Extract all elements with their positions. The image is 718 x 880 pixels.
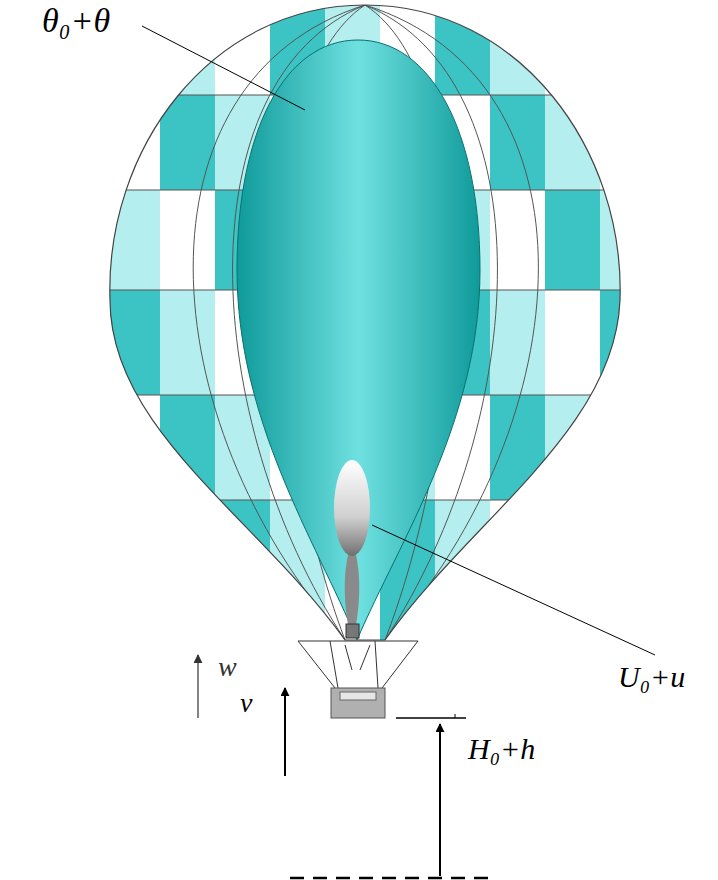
envelope-panel: [160, 395, 215, 500]
burner: [346, 624, 359, 638]
ground-reference: [290, 877, 490, 880]
envelope-panel: [490, 0, 545, 95]
leader-line: [142, 26, 305, 110]
height-label: H₀+h: [468, 732, 535, 765]
envelope-panel: [160, 0, 215, 95]
wind-label: w: [218, 652, 237, 683]
envelope-panel: [100, 395, 160, 500]
envelope-panel: [545, 290, 600, 395]
envelope-panel: [490, 190, 545, 290]
envelope-outline: [110, 5, 620, 640]
envelope-panel: [490, 395, 545, 500]
envelope-panel: [545, 0, 600, 95]
envelope-panel: [600, 0, 640, 95]
envelope-ground: [110, 5, 620, 640]
envelope-panel: [100, 95, 160, 190]
envelope-panel: [160, 190, 215, 290]
envelope-panel: [545, 395, 600, 500]
envelope-panel: [160, 500, 215, 650]
velocity-arrow: [284, 688, 286, 776]
envelope-panel: [215, 500, 270, 650]
wind-velocity-arrow: [197, 655, 198, 718]
envelope-panel: [490, 500, 545, 650]
height-tick: [455, 714, 456, 718]
burner-flame: [334, 460, 370, 556]
height-arrow: [439, 724, 441, 876]
envelope-panel: [100, 500, 160, 650]
envelope-panel: [600, 500, 640, 650]
leader-line: [372, 525, 655, 655]
gore-lines: [100, 5, 640, 640]
heat-input-label: U₀+u: [618, 660, 685, 693]
envelope-panel: [600, 395, 640, 500]
envelope-panel: [100, 290, 160, 395]
envelope-panel: [545, 95, 600, 190]
envelope-panel: [545, 500, 600, 650]
ropes: [298, 641, 418, 688]
velocity-label: v: [240, 688, 252, 719]
envelope-panels: [100, 0, 640, 650]
temperature-label: θ₀+θ: [42, 2, 110, 39]
envelope-panel: [435, 0, 490, 95]
envelope-panel: [160, 95, 215, 190]
envelope-panel: [215, 0, 270, 95]
envelope-panel: [545, 190, 600, 290]
envelope-panel: [100, 190, 160, 290]
hot-air-volume: [237, 40, 480, 640]
envelope-panel: [600, 95, 640, 190]
basket: [331, 688, 385, 718]
basket-rim: [340, 692, 376, 700]
envelope-panel: [490, 95, 545, 190]
